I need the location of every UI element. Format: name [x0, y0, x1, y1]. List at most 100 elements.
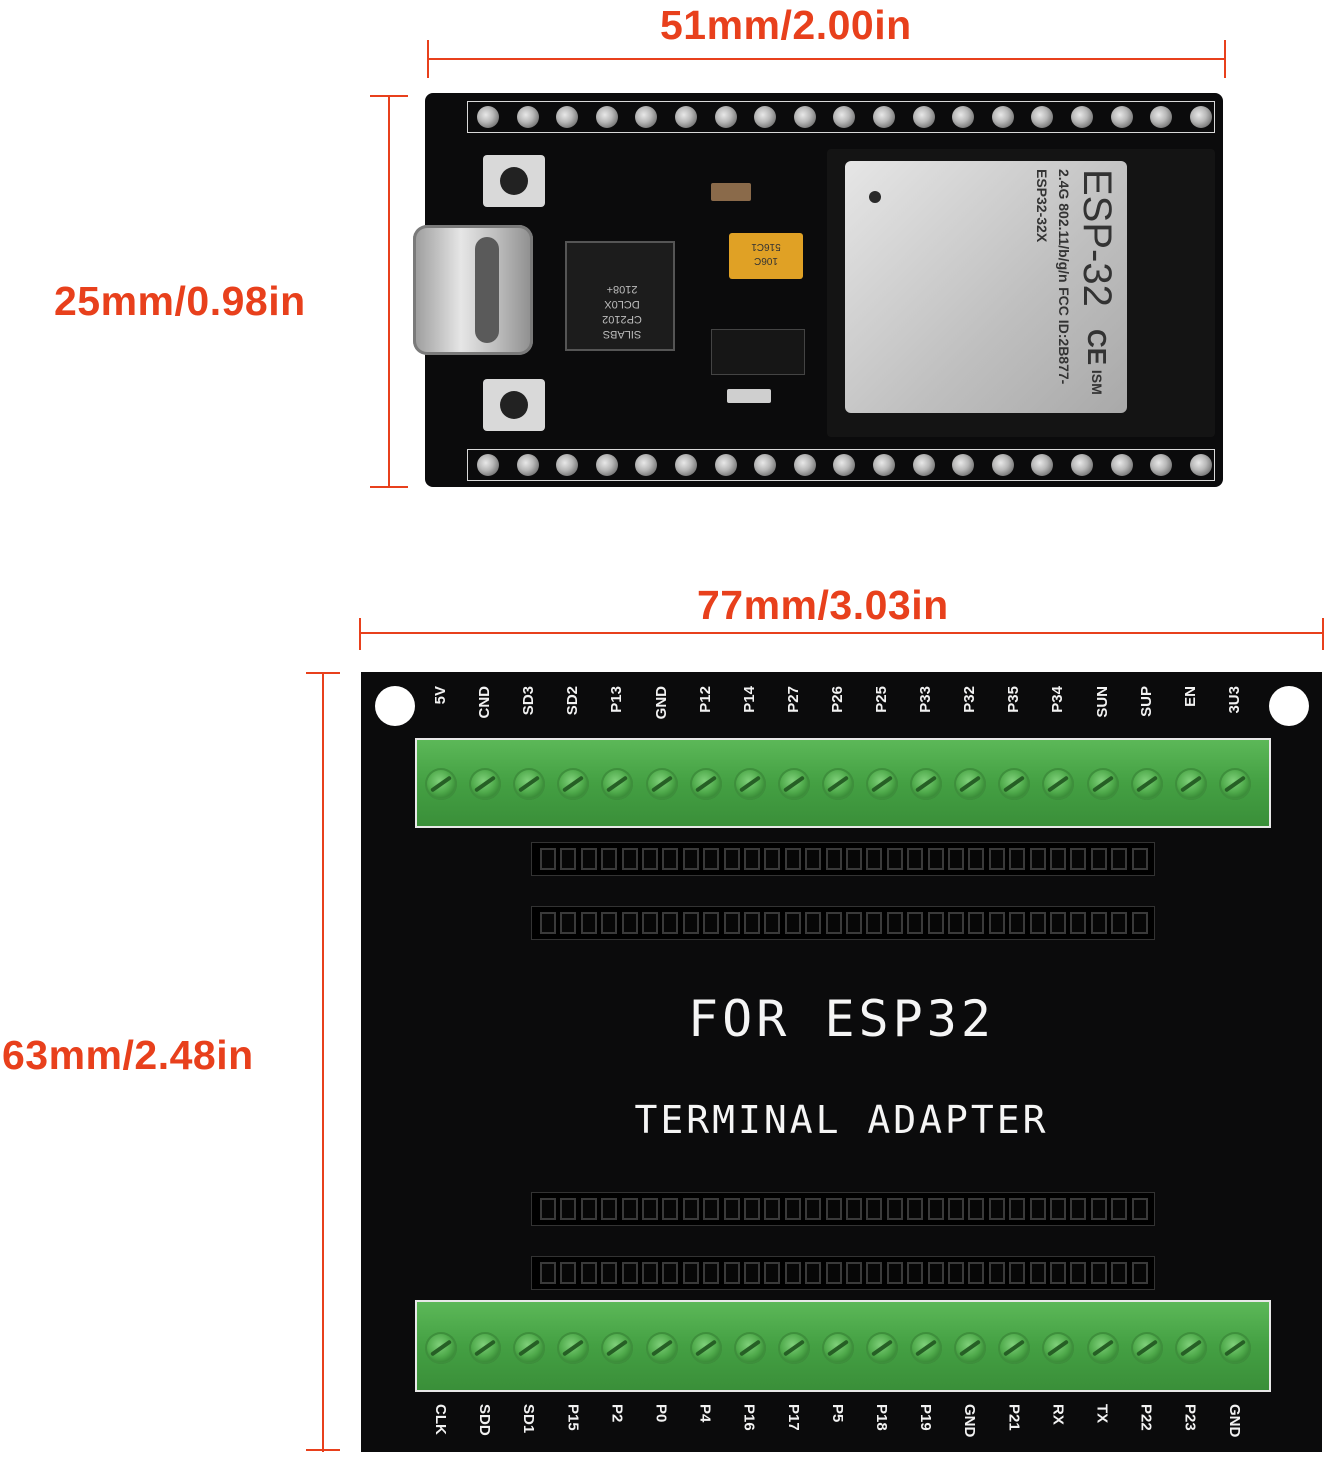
reset-button[interactable]: [483, 379, 545, 431]
terminal-screw[interactable]: [601, 768, 634, 800]
terminal-screw[interactable]: [601, 1332, 634, 1364]
pin-hole: [1150, 106, 1173, 128]
terminal-screw[interactable]: [821, 1332, 854, 1364]
terminal-screw[interactable]: [998, 768, 1031, 800]
terminal-screw[interactable]: [1086, 768, 1119, 800]
terminal-screw[interactable]: [910, 768, 943, 800]
terminal-screw[interactable]: [425, 768, 457, 800]
adapter-height-tick-bottom: [306, 1449, 340, 1451]
terminal-screw[interactable]: [866, 768, 898, 800]
socket-cell: [1090, 912, 1107, 934]
terminal-screw[interactable]: [821, 768, 854, 800]
terminal-screw[interactable]: [469, 1332, 502, 1364]
pin-label: P2: [608, 1404, 626, 1423]
terminal-screw[interactable]: [557, 1332, 590, 1364]
small-cap: [711, 183, 751, 201]
usb-c-connector[interactable]: [413, 225, 533, 355]
socket-cell: [927, 848, 944, 870]
terminal-screw[interactable]: [1042, 1332, 1075, 1364]
pin-hole: [1110, 454, 1133, 476]
socket-cell: [560, 912, 577, 934]
terminal-screw[interactable]: [645, 768, 678, 800]
terminal-screw[interactable]: [1130, 1332, 1163, 1364]
terminal-screw[interactable]: [689, 1332, 722, 1364]
socket-cell: [621, 848, 638, 870]
socket-cell: [744, 1262, 760, 1284]
socket-cell: [1090, 1262, 1107, 1284]
esp32-board: SILABS CP2102 DCL0X 2108+ 106C 516C1 ESP…: [413, 93, 1223, 487]
terminal-screw[interactable]: [689, 768, 722, 800]
terminal-screw[interactable]: [954, 768, 987, 800]
socket-cell: [1131, 1262, 1148, 1284]
bottom-pin-header: [467, 449, 1215, 481]
socket-cell: [1131, 848, 1148, 870]
pin-label: P25: [873, 686, 890, 713]
terminal-screw[interactable]: [777, 1332, 810, 1364]
socket-cell: [927, 1262, 944, 1284]
terminal-screw[interactable]: [513, 768, 546, 800]
terminal-screw[interactable]: [1174, 768, 1207, 800]
terminal-screw[interactable]: [557, 768, 590, 800]
terminal-screw[interactable]: [777, 768, 810, 800]
socket-cell: [948, 848, 964, 870]
adapter-height-line: [322, 672, 324, 1452]
terminal-screw[interactable]: [998, 1332, 1031, 1364]
terminal-screw[interactable]: [469, 768, 502, 800]
terminal-screw[interactable]: [513, 1332, 546, 1364]
socket-cell: [682, 912, 699, 934]
esp32-height-line: [388, 95, 390, 487]
pin-label: GND: [1225, 1404, 1243, 1438]
boot-button-cap: [500, 167, 528, 195]
terminal-screw[interactable]: [866, 1332, 898, 1364]
terminal-screw[interactable]: [1086, 1332, 1119, 1364]
socket-cell: [1029, 1198, 1046, 1220]
socket-cell: [601, 912, 618, 934]
socket-cell: [560, 848, 577, 870]
pin-hole: [952, 454, 975, 476]
socket-cell: [886, 1262, 903, 1284]
terminal-screw[interactable]: [1174, 1332, 1207, 1364]
socket-cell: [580, 848, 597, 870]
socket-cell: [642, 912, 658, 934]
pin-label: P32: [961, 686, 979, 713]
ce-mark: CE: [1082, 329, 1112, 366]
ic-line-1: SILABS: [602, 328, 642, 340]
terminal-screw[interactable]: [1218, 1332, 1251, 1364]
socket-cell: [662, 1262, 679, 1284]
socket-cell: [703, 912, 720, 934]
socket-cell: [642, 1198, 658, 1220]
pin-label: P0: [652, 1404, 670, 1423]
pin-label: P13: [608, 686, 626, 713]
pin-label: SD1: [520, 1404, 538, 1434]
terminal-screw[interactable]: [1218, 768, 1251, 800]
pin-label: SUN: [1093, 686, 1111, 718]
terminal-screw[interactable]: [910, 1332, 943, 1364]
mount-hole-top-left: [375, 686, 415, 726]
pin-label: RX: [1049, 1404, 1067, 1425]
socket-cell: [642, 848, 658, 870]
usb-c-port: [475, 237, 499, 343]
terminal-screw[interactable]: [733, 768, 766, 800]
terminal-screw[interactable]: [733, 1332, 766, 1364]
esp32-width-line: [428, 58, 1226, 60]
pin-label: P19: [917, 1404, 935, 1431]
pin-hole: [912, 106, 935, 128]
terminal-screw[interactable]: [1130, 768, 1163, 800]
socket-cell: [764, 912, 781, 934]
socket-cell: [948, 912, 964, 934]
boot-button[interactable]: [483, 155, 545, 207]
terminal-screw[interactable]: [645, 1332, 678, 1364]
socket-cell: [846, 912, 862, 934]
socket-cell: [1070, 1198, 1087, 1220]
pin-label: P16: [740, 1404, 758, 1431]
terminal-screw[interactable]: [1042, 768, 1075, 800]
socket-cell: [968, 848, 985, 870]
pin-hole: [793, 454, 816, 476]
header-socket-row-4: [531, 1256, 1155, 1290]
terminal-screw[interactable]: [425, 1332, 457, 1364]
esp32-width-label: 51mm/2.00in: [660, 2, 912, 48]
terminal-screw[interactable]: [954, 1332, 987, 1364]
pin-hole: [754, 106, 777, 128]
socket-cell: [1111, 1262, 1128, 1284]
